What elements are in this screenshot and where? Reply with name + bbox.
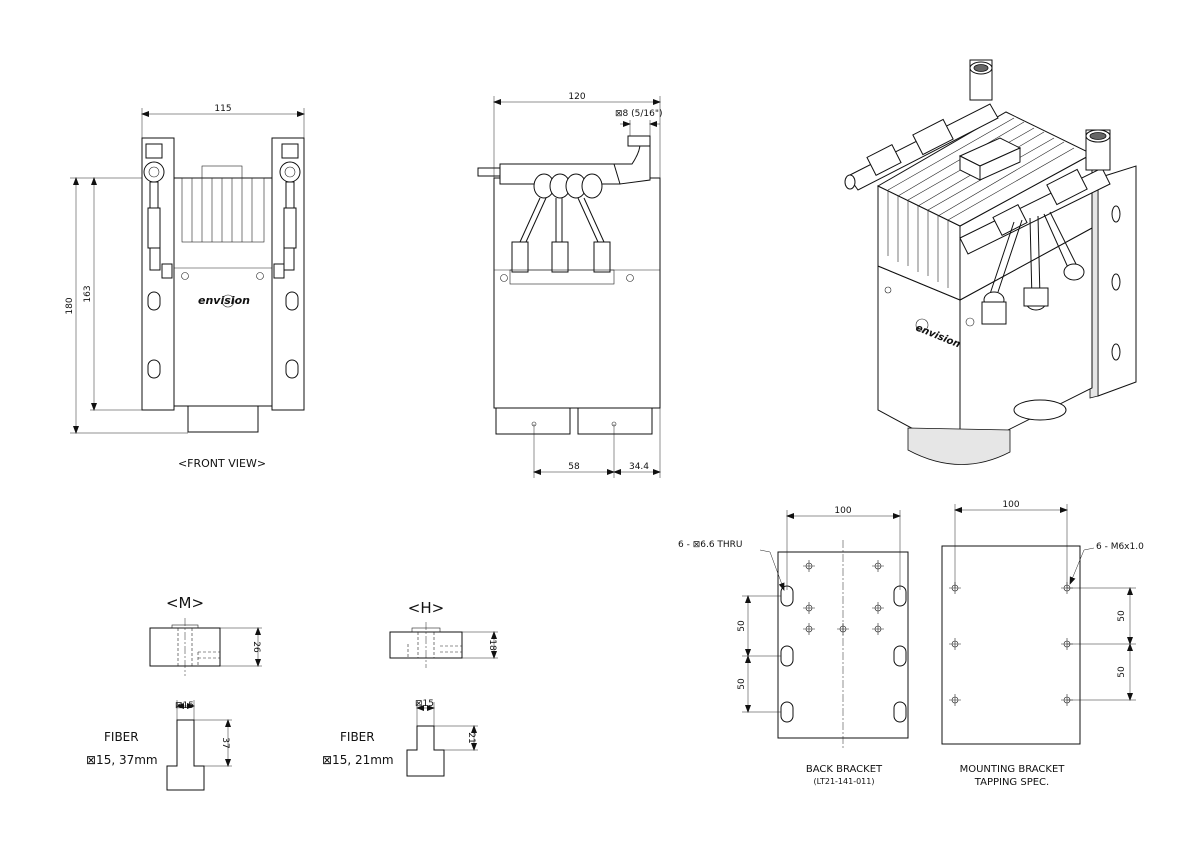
- mounting-bracket: 100 6 - M6x1.0 50 50 MOUNTING BRACKET TA…: [941, 500, 1144, 788]
- fiber-m-spec: ⊠15, 37mm: [86, 753, 158, 767]
- dim-front-width: 115: [214, 104, 231, 114]
- back-bracket-title: BACK BRACKET: [806, 764, 883, 775]
- fiber-m-length: 37: [220, 737, 230, 748]
- module-h: <H> 18: [389, 599, 498, 668]
- module-m-title: <M>: [166, 594, 204, 612]
- mounting-bracket-pitch-b: 50: [1117, 666, 1127, 678]
- dim-side-fitting: ⊠8 (5/16"): [615, 109, 663, 119]
- fiber-m-label: FIBER: [104, 730, 139, 744]
- fiber-h-spec: ⊠15, 21mm: [322, 753, 394, 767]
- dim-side-width: 120: [568, 92, 585, 102]
- mounting-bracket-pitch-a: 50: [1117, 610, 1127, 622]
- isometric-view: envision: [844, 59, 1137, 465]
- module-h-height: 18: [487, 639, 497, 651]
- module-h-title: <H>: [408, 599, 444, 617]
- back-bracket-holes: 6 - ⊠6.6 THRU: [678, 540, 743, 550]
- back-bracket-part-no: (LT21-141-011): [814, 777, 875, 786]
- fiber-h-label: FIBER: [340, 730, 375, 744]
- front-view-caption: <FRONT VIEW>: [178, 457, 266, 470]
- back-bracket-pitch-a: 50: [737, 620, 747, 632]
- back-bracket-width: 100: [834, 506, 851, 516]
- dim-side-bottom-b: 34.4: [629, 462, 649, 472]
- module-m: <M> 26: [149, 594, 262, 676]
- mounting-bracket-holes: 6 - M6x1.0: [1096, 542, 1144, 552]
- fiber-m: FIBER ⊠15, 37mm ⊠15 37: [86, 700, 232, 791]
- back-bracket-pitch-b: 50: [737, 678, 747, 690]
- back-bracket: 100 6 - ⊠6.6 THRU 50 50 BACK BRACKET (LT…: [678, 506, 909, 786]
- module-m-height: 26: [251, 641, 261, 653]
- mounting-bracket-title: MOUNTING BRACKET: [960, 764, 1066, 775]
- dim-side-bottom-a: 58: [568, 462, 580, 472]
- fiber-h-length: 21: [466, 732, 476, 743]
- mounting-bracket-subtitle: TAPPING SPEC.: [974, 777, 1049, 788]
- brand-logo: envision: [198, 294, 250, 307]
- side-view: 120 ⊠8 (5/16") 58 34.4: [477, 92, 663, 478]
- dim-front-height-bracket: 163: [83, 285, 93, 302]
- front-view: envision 115 180 163 <FRONT VIEW>: [65, 104, 305, 470]
- mounting-bracket-width: 100: [1002, 500, 1019, 510]
- fiber-h: FIBER ⊠15, 21mm ⊠15 21: [322, 699, 478, 777]
- dim-front-height-total: 180: [65, 297, 75, 314]
- fiber-h-size: ⊠15: [415, 699, 434, 709]
- fiber-m-size: ⊠15: [175, 701, 194, 711]
